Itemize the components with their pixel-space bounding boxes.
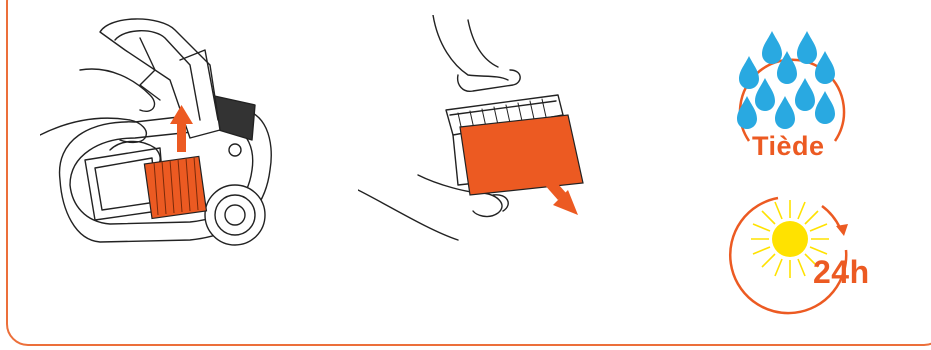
filter-sheet-orange — [460, 115, 583, 195]
warm-water-label: Tiède — [752, 131, 825, 162]
hands-removing-filter-illustration — [358, 15, 598, 245]
drying-time-label: 24h — [813, 254, 870, 291]
vacuum-open-lid-illustration — [40, 10, 290, 250]
filter-cartridge-orange — [144, 156, 206, 218]
